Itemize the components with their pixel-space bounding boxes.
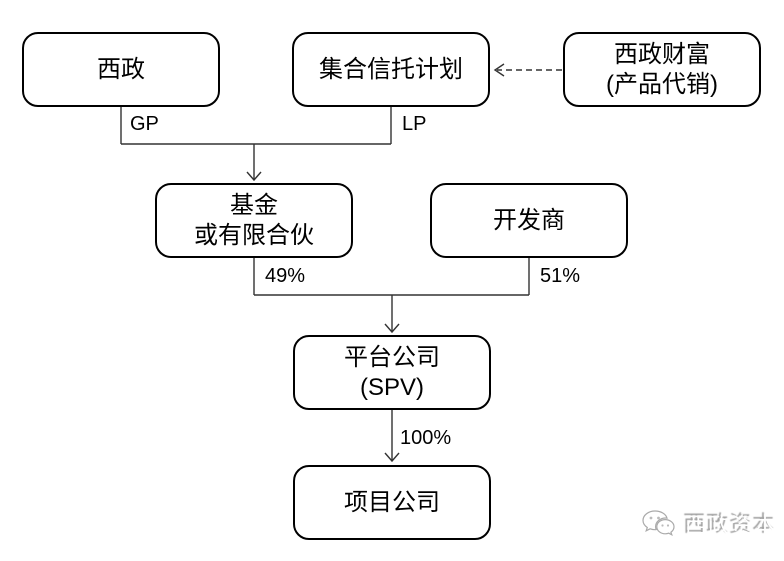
edge-label-lp: LP <box>402 113 427 135</box>
wechat-eye <box>661 524 664 527</box>
arrowhead-down-icon <box>384 452 400 463</box>
edge-label-spv-share: 100% <box>400 427 452 449</box>
edge-label-gp: GP <box>130 113 159 135</box>
node-developer: 开发商 <box>430 183 628 258</box>
node-spv-line2: (SPV) <box>359 373 424 401</box>
node-trust-label: 集合信托计划 <box>319 55 463 83</box>
node-xizheng: 西政 <box>22 32 220 107</box>
wechat-eye <box>649 516 653 520</box>
node-developer-label: 开发商 <box>493 206 565 234</box>
wechat-icon <box>642 510 675 537</box>
node-project-label: 项目公司 <box>344 488 440 516</box>
edge-label-developer-share: 51% <box>540 265 581 287</box>
watermark: 西政资本 <box>641 508 777 540</box>
node-trust: 集合信托计划 <box>292 32 490 107</box>
arrowhead-down-icon <box>384 323 400 334</box>
node-fund-line1: 基金 <box>230 191 278 219</box>
watermark-text: 西政资本 <box>685 513 778 538</box>
node-wealth-line1: 西政财富 <box>614 40 710 68</box>
wechat-eye <box>657 516 660 520</box>
node-spv-line1: 平台公司 <box>344 343 440 371</box>
node-fund-line2: 或有限合伙 <box>194 221 314 249</box>
arrowhead-left-icon <box>493 63 505 77</box>
node-project: 项目公司 <box>293 465 491 540</box>
wechat-eye <box>666 524 670 527</box>
edge-label-fund-share: 49% <box>265 265 306 287</box>
node-xizheng-label: 西政 <box>97 55 145 83</box>
arrowhead-down-icon <box>246 171 262 182</box>
node-fund: 基金 或有限合伙 <box>155 183 353 258</box>
node-wealth-line2: (产品代销) <box>606 70 718 98</box>
node-spv: 平台公司 (SPV) <box>293 335 491 410</box>
node-wealth: 西政财富 (产品代销) <box>563 32 761 107</box>
